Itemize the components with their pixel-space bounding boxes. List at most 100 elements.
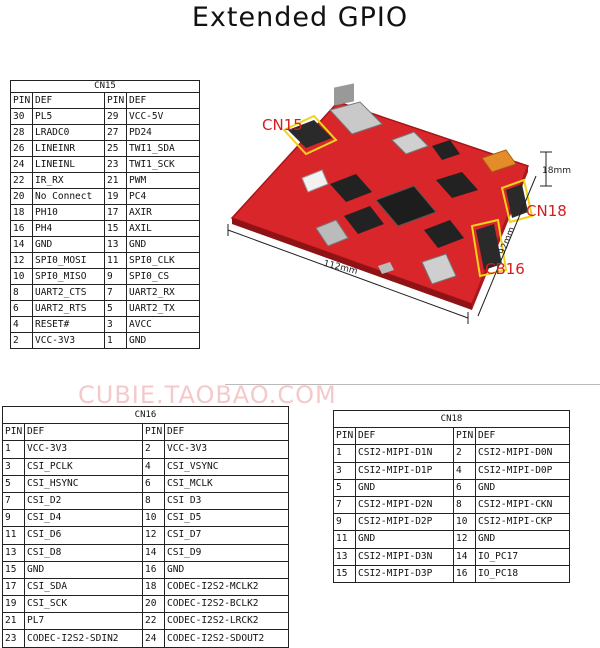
pin-definition: CSI2-MIPI-D0N [475, 444, 570, 463]
pin-definition: PL7 [24, 612, 143, 631]
pin-definition: CSI2-MIPI-D2P [355, 513, 454, 532]
cn16-caption-row: CN16 [2, 405, 289, 425]
pin-number: 28 [10, 124, 33, 141]
pin-definition: CODEC-I2S2-MCLK2 [164, 577, 289, 597]
pin-definition: UART2_CTS [32, 284, 105, 301]
pin-number: 26 [10, 140, 33, 157]
pin-definition: IO_PC17 [475, 547, 570, 566]
pin-number: 5 [104, 300, 127, 317]
pin-number: 1 [333, 444, 356, 463]
cn15-caption: CN15 [10, 80, 200, 93]
pin-definition: GND [475, 478, 570, 497]
pin-definition: TWI1_SDA [126, 140, 200, 157]
pin-definition: CSI_D6 [24, 526, 143, 545]
pin-definition: CSI_HSYNC [24, 474, 143, 493]
pin-definition: GND [24, 560, 143, 579]
pin-definition: GND [126, 332, 200, 349]
pin-number: 5 [2, 474, 25, 493]
pin-number: 14 [453, 547, 476, 566]
board-graphic [227, 83, 552, 324]
cn18-caption: CN18 [333, 409, 570, 429]
pin-definition: GND [32, 236, 105, 253]
pin-number: 17 [104, 204, 127, 221]
pin-definition: CSI_D8 [24, 543, 143, 562]
cn15-highlight [282, 114, 338, 156]
cn16-caption: CN16 [2, 405, 289, 425]
pin-number: 23 [2, 629, 25, 648]
cn18-header-pin: PIN [453, 427, 476, 446]
pin-number: 6 [10, 300, 33, 317]
pin-number: 27 [104, 124, 127, 141]
pin-number: 13 [333, 547, 356, 566]
pin-number: 15 [333, 564, 356, 583]
pin-definition: CSI2-MIPI-D3N [355, 547, 454, 566]
pin-number: 16 [10, 220, 33, 237]
pin-definition: LRADC0 [32, 124, 105, 141]
cn15-header-pin: PIN [104, 92, 127, 109]
pin-definition: CSI2-MIPI-D2N [355, 495, 454, 515]
pin-number: 1 [2, 440, 25, 459]
pin-number: 10 [453, 513, 476, 532]
pin-number: 6 [453, 478, 476, 497]
pin-number: 3 [333, 461, 356, 480]
pin-number: 13 [104, 236, 127, 253]
cn15-caption-row: CN15 [10, 80, 200, 93]
pin-number: 3 [2, 457, 25, 476]
pin-number: 16 [142, 560, 165, 579]
pin-number: 11 [333, 530, 356, 549]
pin-definition: LINEINL [32, 156, 105, 173]
pin-number: 2 [142, 440, 165, 459]
sd-card-slot [315, 219, 349, 247]
pin-number: 5 [333, 478, 356, 497]
pin-definition: AXIR [126, 204, 200, 221]
pin-number: 4 [10, 316, 33, 333]
pin-definition: CSI_VSYNC [164, 457, 289, 476]
pin-number: 13 [2, 543, 25, 562]
pin-number: 21 [2, 612, 25, 631]
pin-definition: CODEC-I2S2-LRCK2 [164, 612, 289, 631]
pin-number: 12 [142, 526, 165, 545]
pin-number: 22 [10, 172, 33, 189]
pin-definition: CODEC-I2S2-SDIN2 [24, 629, 143, 648]
pin-number: 9 [333, 513, 356, 532]
audio-jack-icon [432, 140, 460, 160]
pin-number: 11 [104, 252, 127, 269]
pin-definition: GND [126, 236, 200, 253]
pin-definition: CSI2-MIPI-D0P [475, 461, 570, 480]
micro-usb-port [378, 262, 394, 274]
pin-definition: CSI_D4 [24, 509, 143, 528]
pin-definition: VCC-3V3 [32, 332, 105, 349]
pin-definition: PC4 [126, 188, 200, 205]
pin-definition: GND [164, 560, 289, 579]
cn15-header-def: DEF [126, 92, 200, 109]
pin-definition: CSI2-MIPI-CKN [475, 495, 570, 515]
pin-number: 6 [142, 474, 165, 493]
cn15-header [288, 120, 332, 148]
pin-number: 7 [104, 284, 127, 301]
pin-definition: CSI_D2 [24, 491, 143, 511]
pin-definition: CSI2-MIPI-D3P [355, 564, 454, 583]
pin-number: 18 [10, 204, 33, 221]
memory-chip-2 [436, 172, 478, 198]
pin-number: 14 [10, 236, 33, 253]
board-illustration [210, 80, 595, 380]
pin-number: 19 [104, 188, 127, 205]
hdmi-port [481, 149, 517, 173]
pin-number: 20 [10, 188, 33, 205]
pin-number: 21 [104, 172, 127, 189]
pin-definition: TWI1_SCK [126, 156, 200, 173]
